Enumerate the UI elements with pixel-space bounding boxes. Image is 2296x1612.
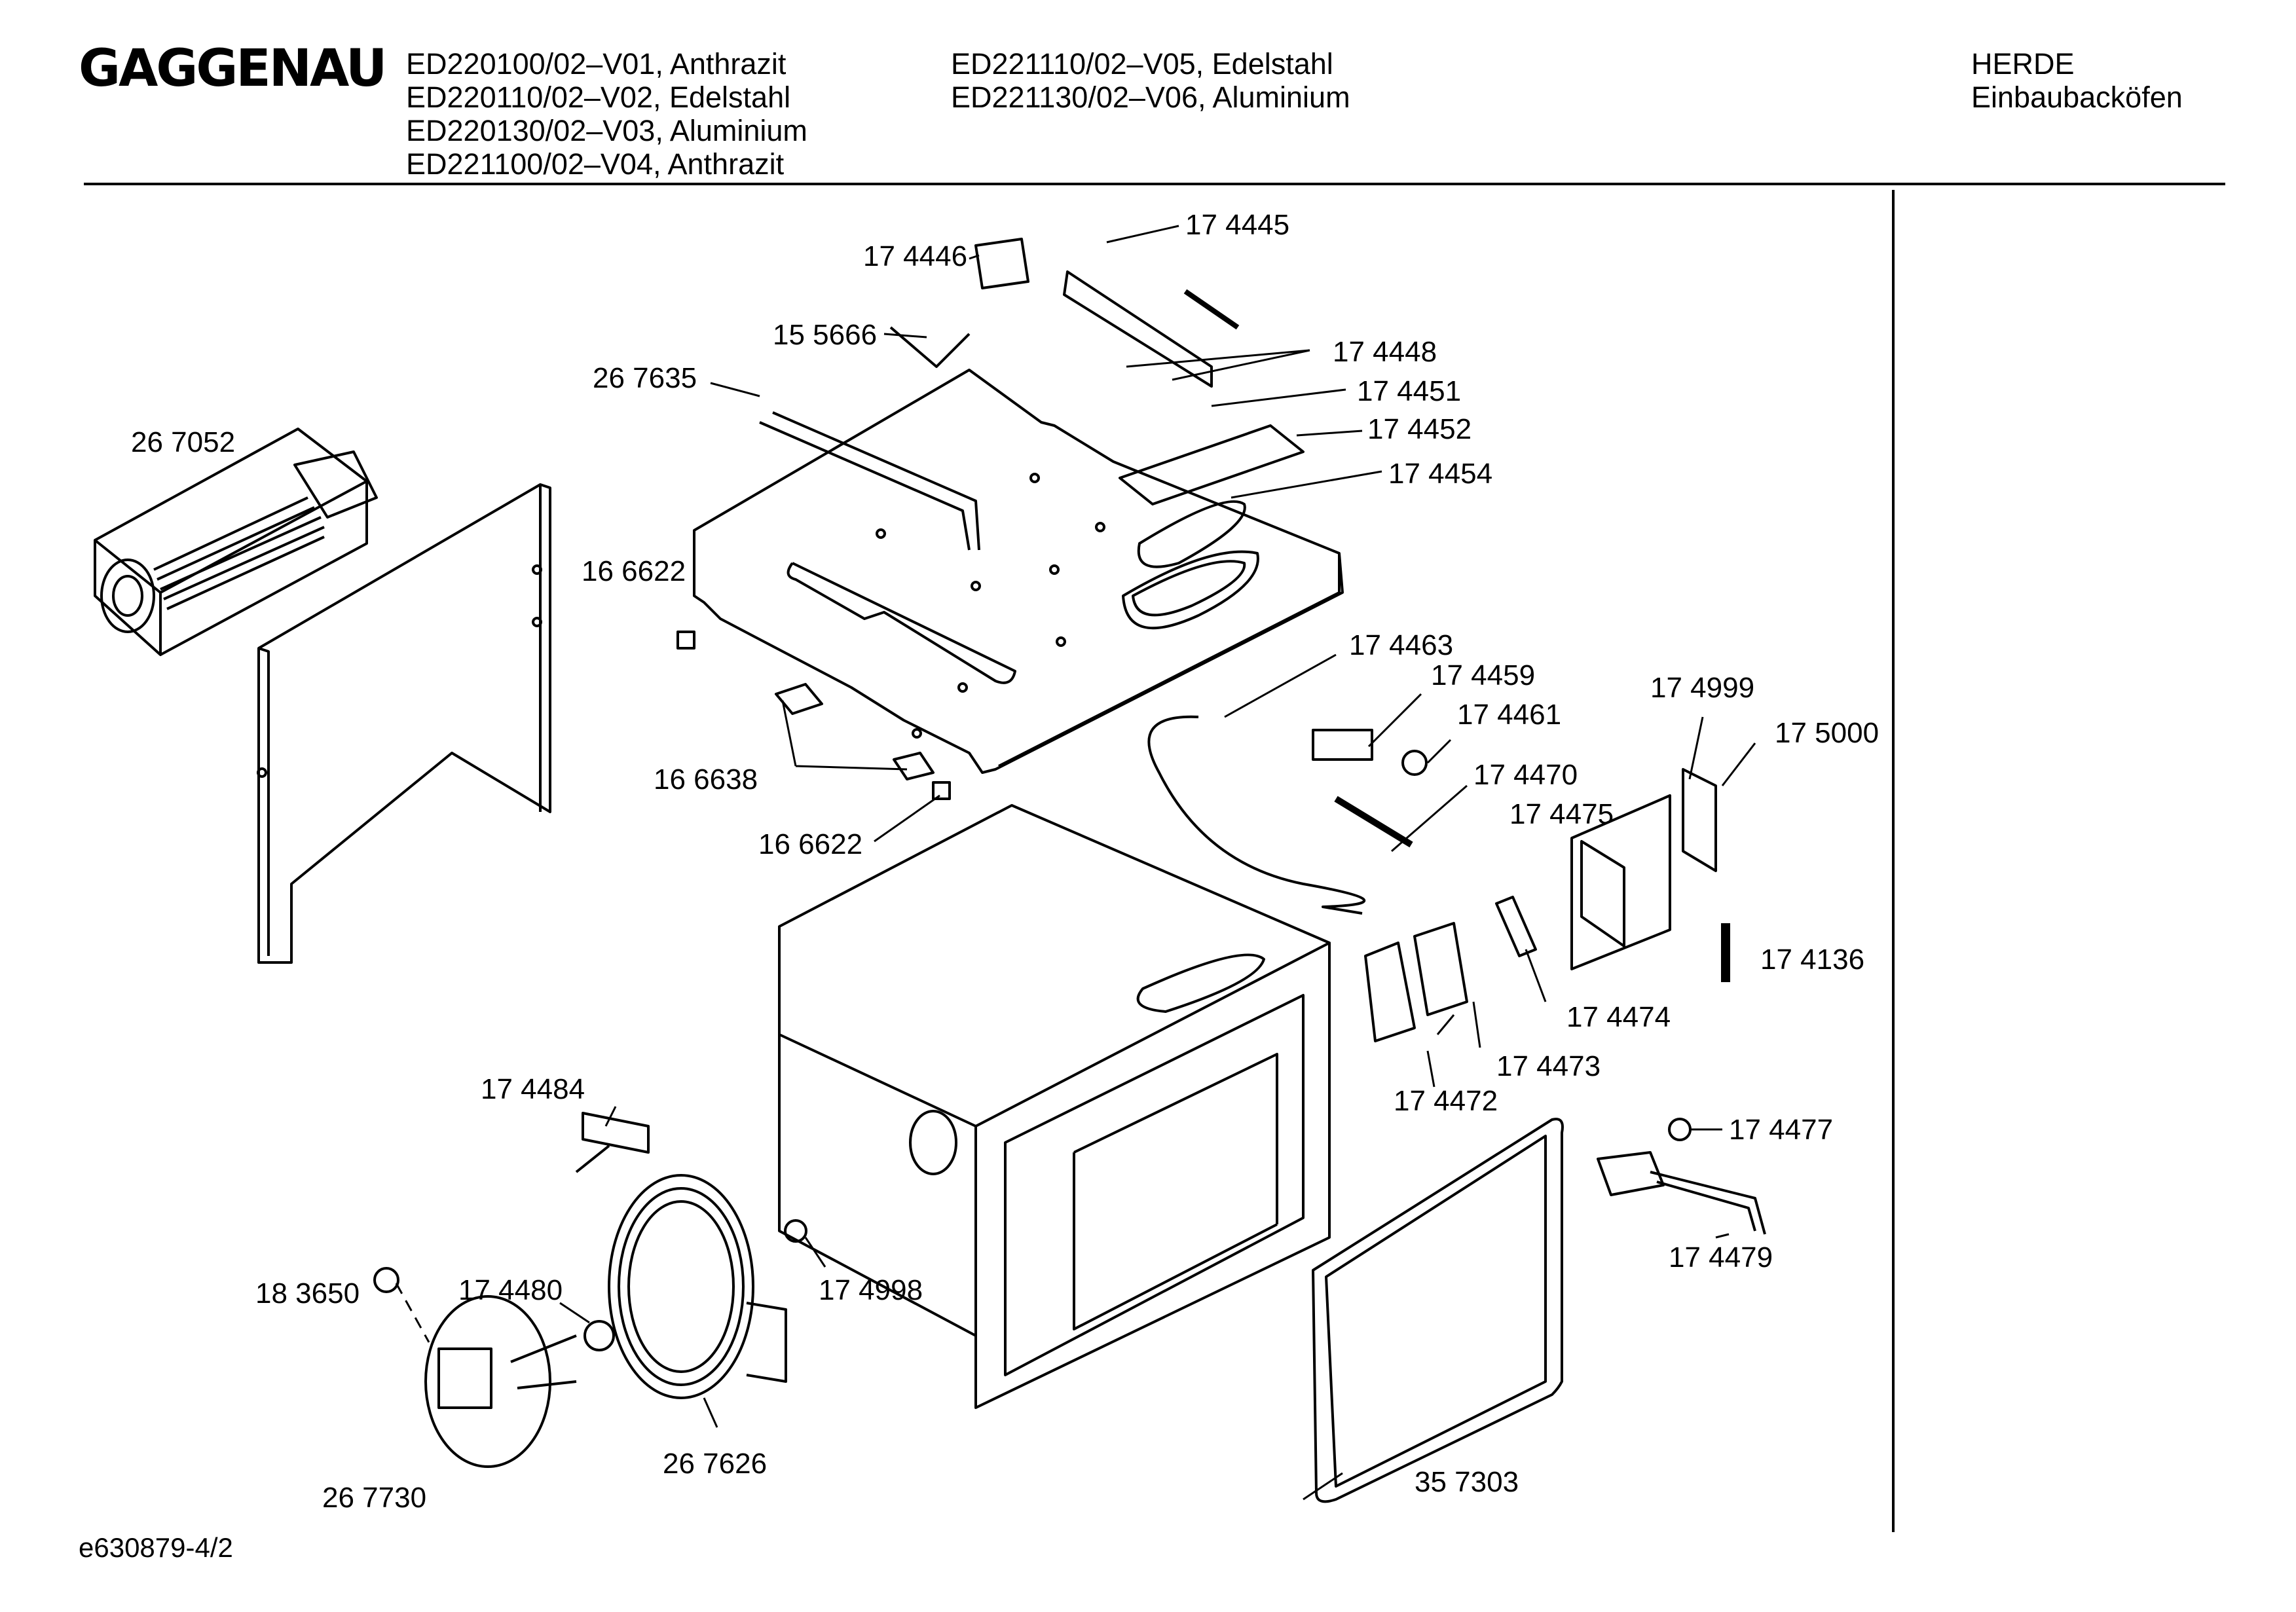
back-wall-drawing [257,483,551,964]
glass-drawing [1495,896,1537,957]
part-label: 26 7730 [322,1482,426,1514]
side-rule [1892,190,1895,1532]
oval-seal-drawing [1137,500,1246,568]
model-line: ED221100/02–V04, Anthrazit [406,147,785,181]
part-label: 17 4998 [819,1274,923,1306]
part-label: 17 4480 [458,1274,563,1306]
model-line: ED220100/02–V01, Anthrazit [406,47,787,81]
bush-drawing [583,1320,615,1351]
part-label: 26 7626 [663,1448,767,1480]
part-label: 17 4463 [1349,629,1453,661]
category-line: Einbaubacköfen [1971,81,2183,114]
part-label: 17 4470 [1473,759,1578,791]
model-line: ED221110/02–V05, Edelstahl [951,47,1333,81]
part-label: 17 4136 [1760,943,1864,976]
part-label: 17 4472 [1394,1085,1498,1117]
circular-heater-drawing [608,1174,787,1399]
part-label: 15 5666 [773,319,877,351]
clip-drawing [932,781,951,800]
spring-drawing [1183,289,1240,330]
bezel-drawing [1413,922,1468,1016]
seal-frame-drawing [1119,424,1305,505]
door-handle-drawing [1597,1151,1766,1235]
part-label: 17 4452 [1367,413,1472,445]
leader-lines [395,225,1756,1501]
diagram-artwork [94,238,1766,1503]
category-line: HERDE [1971,47,2075,81]
part-label: 17 4461 [1457,699,1561,731]
document-code: e630879-4/2 [79,1532,233,1563]
tangential-fan-drawing [94,428,378,656]
bracket-drawing [575,1112,650,1173]
top-heater-drawing [759,411,980,551]
part-label: 17 4451 [1357,375,1461,407]
part-label: 17 4448 [1333,336,1437,368]
part-label: 18 3650 [255,1277,360,1310]
part-label: 26 7635 [593,362,697,394]
model-line: ED220110/02–V02, Edelstahl [406,81,791,114]
header-rule [84,183,2225,185]
clip-drawing [893,752,935,780]
part-label: 26 7052 [131,426,235,458]
sensor-drawing [889,326,971,368]
part-label: 16 6622 [758,828,862,860]
part-label: 16 6622 [582,555,686,587]
top-cover-plate-drawing [693,369,1344,774]
part-label: 17 4473 [1496,1050,1601,1082]
part-label: 35 7303 [1415,1466,1519,1498]
clip-drawing [676,631,695,650]
bracket-drawing [1063,270,1213,388]
frame-bracket-drawing [1682,768,1717,872]
bezel-drawing [1364,942,1416,1042]
frame-bracket-drawing [1580,840,1625,947]
switch-drawing [974,238,1029,289]
sensor-cable-drawing [1147,715,1366,915]
part-label: 17 4474 [1566,1001,1671,1033]
part-label: 17 4484 [481,1073,585,1105]
part-label: 16 6638 [654,763,758,796]
part-label: 17 4999 [1650,672,1754,704]
washer-drawing [373,1267,399,1293]
model-list-right: ED221110/02–V05, Edelstahl ED221130/02–V… [951,47,1350,114]
part-label: 17 4459 [1431,659,1535,691]
part-label: 17 4454 [1388,458,1492,490]
model-line: ED221130/02–V06, Aluminium [951,81,1350,114]
part-label: 17 4479 [1669,1241,1773,1273]
part-label: 17 4446 [863,240,967,272]
brand-logo: GAGGENAU [79,39,387,98]
model-line: ED220130/02–V03, Aluminium [406,114,807,147]
probe-drawing [1334,796,1413,848]
clip-drawing [775,683,823,715]
category-block: HERDE Einbaubacköfen [1971,47,2183,114]
nut-drawing [784,1219,807,1243]
holder-drawing [1570,794,1671,970]
clip-drawing [1668,1118,1692,1141]
nut-drawing [1401,750,1428,776]
plate-drawing [1312,729,1373,761]
part-label: 17 4445 [1185,209,1289,241]
part-labels: 17 4445 17 4446 15 5666 17 4448 26 7635 … [131,209,1879,1514]
door-gasket-drawing [1312,1118,1564,1503]
part-label: 17 5000 [1775,717,1879,749]
oven-cavity-drawing [778,804,1331,1409]
model-list-left: ED220100/02–V01, Anthrazit ED220110/02–V… [406,47,807,181]
fan-motor-drawing [424,1295,577,1468]
part-label: 17 4475 [1509,798,1614,830]
part-label: 17 4477 [1729,1114,1833,1146]
